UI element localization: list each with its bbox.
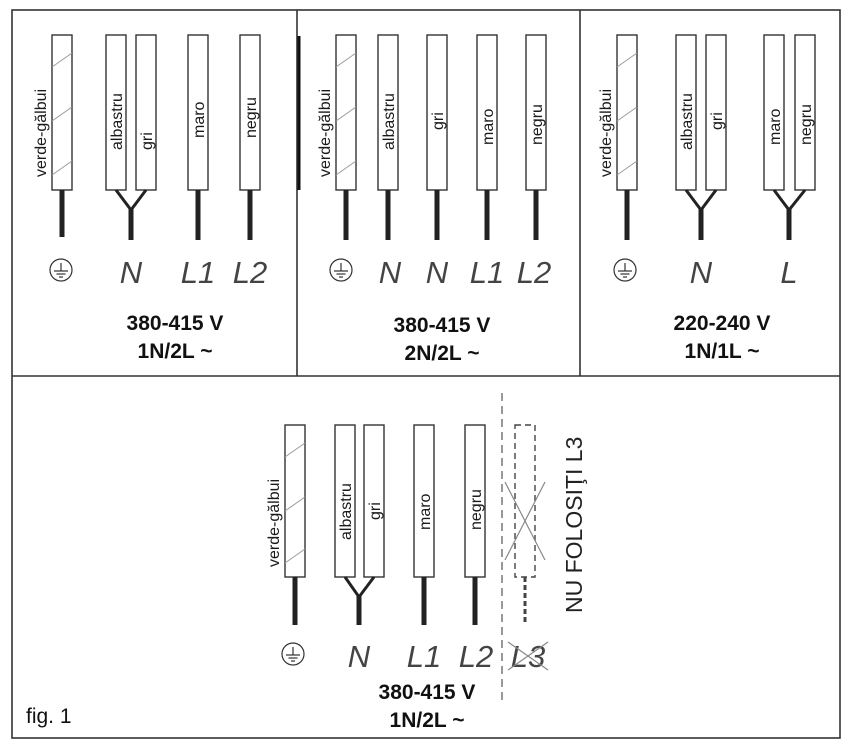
terminal-l2: L2 — [517, 255, 551, 290]
wire-label-ground: verde-gălbui — [317, 89, 334, 177]
panel-4: verde-gălbui albastru gri maro negru — [266, 393, 587, 732]
wire-label-brown: maro — [767, 108, 784, 145]
terminal-l1: L1 — [181, 255, 215, 290]
ground-symbol-icon — [613, 258, 637, 282]
l3-strike-icon — [507, 641, 549, 671]
cross-out-icon — [504, 481, 546, 561]
wire-label-blue: albastru — [109, 93, 126, 150]
wire-merge-l — [772, 189, 807, 240]
wire-label-gray: gri — [139, 132, 156, 150]
wire-label-blue: albastru — [338, 483, 355, 540]
terminal-n: N — [379, 255, 402, 290]
terminal-n-2: N — [426, 255, 449, 290]
wire-merge-n — [114, 189, 148, 240]
panel-2: verde-gălbui albastru gri maro negru — [317, 34, 551, 365]
wire-label-gray: gri — [367, 502, 384, 520]
wire-black: negru — [794, 34, 816, 191]
wire-gray: gri — [135, 34, 157, 191]
wire-brown: maro — [187, 34, 209, 240]
terminal-n: N — [120, 255, 143, 290]
ground-symbol-icon — [329, 258, 353, 282]
wire-label-ground: verde-gălbui — [266, 479, 283, 567]
wire-label-black: negru — [798, 104, 815, 145]
wire-label-brown: maro — [417, 493, 434, 530]
wire-gray: gri — [426, 34, 448, 240]
terminal-l1: L1 — [470, 255, 504, 290]
wire-label-black: negru — [529, 104, 546, 145]
wire-label-blue: albastru — [381, 93, 398, 150]
terminal-l1: L1 — [407, 639, 441, 674]
wire-label-ground: verde-gălbui — [598, 89, 615, 177]
wire-black: negru — [525, 34, 547, 240]
config-label: 1N/1L ~ — [685, 340, 760, 363]
panel-3: verde-gălbui albastru gri maro negru — [598, 34, 816, 363]
wire-brown: maro — [476, 34, 498, 240]
ground-symbol-icon — [49, 258, 73, 282]
wire-black: negru — [464, 424, 486, 625]
wire-ground: verde-gălbui — [598, 34, 638, 240]
wire-label-brown: maro — [480, 108, 497, 145]
wire-merge-n — [343, 576, 376, 625]
wire-gray: gri — [705, 34, 727, 191]
diagram-frame — [11, 9, 841, 739]
config-label: 2N/2L ~ — [405, 342, 480, 365]
wire-l3-unused — [514, 424, 536, 625]
terminal-l2: L2 — [233, 255, 267, 290]
wire-ground: verde-gălbui — [33, 34, 73, 237]
wire-label-brown: maro — [191, 101, 208, 138]
wire-label-ground: verde-gălbui — [33, 89, 50, 177]
terminal-l: L — [780, 255, 797, 290]
voltage-label: 380-415 V — [394, 314, 491, 337]
wire-label-blue: albastru — [679, 93, 696, 150]
wire-blue: albastru — [377, 34, 399, 240]
wire-ground: verde-gălbui — [266, 424, 306, 625]
voltage-label: 380-415 V — [127, 312, 224, 335]
terminal-n: N — [348, 639, 371, 674]
voltage-label: 380-415 V — [379, 681, 476, 704]
terminal-l2: L2 — [459, 639, 493, 674]
wire-blue: albastru — [675, 34, 697, 191]
wire-ground: verde-gălbui — [317, 34, 357, 240]
wire-merge-n — [684, 189, 718, 240]
config-label: 1N/2L ~ — [138, 340, 213, 363]
wire-label-black: negru — [468, 489, 485, 530]
panel-1: verde-gălbui albastru gri maro negru — [33, 34, 267, 363]
ground-symbol-icon — [281, 642, 305, 666]
wire-blue: albastru — [334, 424, 356, 578]
wire-gray: gri — [363, 424, 385, 578]
figure-label: fig. 1 — [26, 705, 72, 728]
terminal-n: N — [690, 255, 713, 290]
wire-label-gray: gri — [709, 112, 726, 130]
config-label: 1N/2L ~ — [390, 709, 465, 732]
warning-label: NU FOLOSIŢI L3 — [561, 437, 587, 613]
wire-blue: albastru — [105, 34, 127, 191]
wire-brown: maro — [763, 34, 785, 191]
wire-brown: maro — [413, 424, 435, 625]
wire-label-black: negru — [243, 97, 260, 138]
voltage-label: 220-240 V — [674, 312, 771, 335]
wire-black: negru — [239, 34, 261, 240]
wire-label-gray: gri — [430, 112, 447, 130]
